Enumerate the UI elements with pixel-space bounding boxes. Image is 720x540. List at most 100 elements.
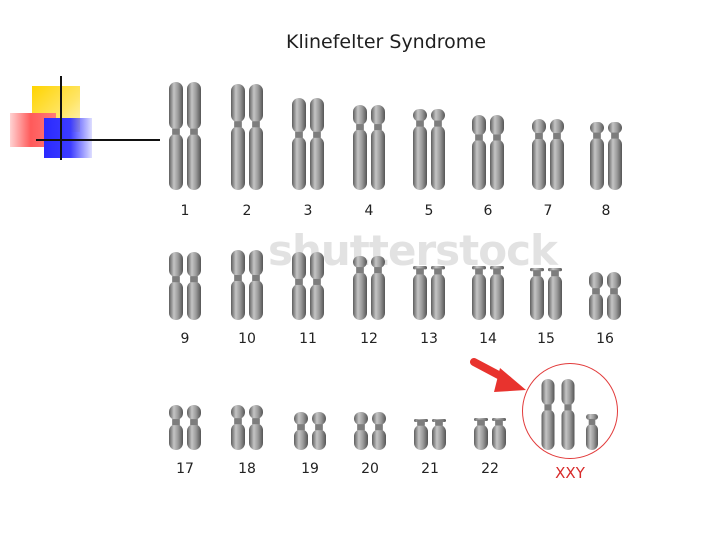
- chromosome-arm-q: [169, 424, 183, 450]
- chromosome-arm-q: [608, 138, 622, 190]
- chromosome-arm-q: [431, 126, 445, 190]
- chromosome-13-b: [431, 266, 445, 320]
- chromosome-11-b: [310, 252, 324, 320]
- chromosome-arm-q: [413, 273, 427, 320]
- chromosome-15-b: [548, 268, 562, 320]
- pair-label: 6: [463, 203, 513, 219]
- centromere: [477, 419, 485, 425]
- chromosome-arm-q: [490, 273, 504, 320]
- xxy-label: XXY: [540, 464, 600, 482]
- chromosome-arm-p: [292, 252, 306, 280]
- chromosome-arm-p: [249, 250, 263, 276]
- chromosome-arm-p: [169, 405, 183, 420]
- chromosome-arm-q: [492, 424, 506, 450]
- chromosome-19-b: [312, 412, 326, 450]
- pair-label: 9: [160, 331, 210, 347]
- centromere: [234, 275, 242, 281]
- chromosome-19-a: [294, 412, 308, 450]
- chromosome-arm-q: [292, 137, 306, 190]
- chromosome-arm-q: [169, 281, 183, 320]
- centromere: [495, 419, 503, 425]
- chromosome-arm-p: [187, 82, 201, 130]
- centromere: [417, 420, 425, 426]
- chromosome-arm-q: [310, 137, 324, 190]
- chromosome-1-b: [187, 82, 201, 190]
- chromosome-arm-q: [294, 429, 308, 450]
- pair-label: 2: [222, 203, 272, 219]
- chromosome-arm-p: [292, 98, 306, 133]
- chromosome-17-a: [169, 405, 183, 450]
- chromosome-arm-q: [372, 429, 386, 450]
- centromere: [252, 418, 260, 424]
- chromosome-arm-q: [472, 140, 486, 191]
- chromosome-22-a: [474, 418, 488, 450]
- chromosome-7-b: [550, 119, 564, 190]
- centromere: [611, 133, 619, 139]
- chromosome-arm-p: [231, 250, 245, 276]
- chromosome-arm-p: [372, 412, 386, 425]
- chromosome-16-b: [607, 272, 621, 320]
- centromere: [416, 121, 424, 127]
- chromosome-arm-p: [472, 115, 486, 136]
- pair-label: 12: [344, 331, 394, 347]
- chromosome-arm-q: [474, 424, 488, 450]
- chromosome-arm-q: [231, 423, 245, 450]
- chromosome-10-b: [249, 250, 263, 320]
- centromere: [252, 275, 260, 281]
- pair-label: 19: [285, 461, 335, 477]
- chromosome-arm-p: [608, 122, 622, 134]
- pair-label: 8: [581, 203, 631, 219]
- chromosome-arm-q: [590, 138, 604, 190]
- chromosome-2-a: [231, 84, 245, 190]
- chromosome-18-b: [249, 405, 263, 450]
- pair-label: 17: [160, 461, 210, 477]
- centromere: [374, 267, 382, 273]
- chromosome-arm-q: [607, 293, 621, 320]
- chromosome-arm-q: [187, 134, 201, 190]
- chromosome-arm-p: [294, 412, 308, 425]
- chromosome-4-b: [371, 105, 385, 190]
- centromere: [592, 288, 600, 294]
- pair-label: 7: [523, 203, 573, 219]
- chromosome-16-a: [589, 272, 603, 320]
- chromosome-arm-q: [169, 134, 183, 190]
- chromosome-arm-p: [431, 109, 445, 122]
- chromosome-arm-q: [432, 425, 446, 450]
- pair-label: 3: [283, 203, 333, 219]
- centromere: [313, 132, 321, 138]
- chromosome-arm-p: [490, 115, 504, 136]
- chromosome-arm-p: [187, 252, 201, 277]
- chromosome-arm-q: [414, 425, 428, 450]
- chromosome-arm-p: [169, 252, 183, 277]
- chromosome-arm-q: [231, 126, 245, 190]
- chromosome-arm-p: [310, 98, 324, 133]
- centromere: [234, 418, 242, 424]
- pair-label: 5: [404, 203, 454, 219]
- chromosome-22-b: [492, 418, 506, 450]
- pair-label: 18: [222, 461, 272, 477]
- centromere: [190, 276, 198, 282]
- centromere: [357, 424, 365, 430]
- centromere: [190, 419, 198, 425]
- chromosome-arm-p: [249, 405, 263, 419]
- chromosome-arm-p: [310, 252, 324, 280]
- chromosome-1-a: [169, 82, 183, 190]
- chromosome-arm-q: [249, 126, 263, 190]
- chromosome-arm-q: [472, 273, 486, 320]
- chromosome-15-a: [530, 268, 544, 320]
- chromosome-arm-q: [187, 281, 201, 320]
- chromosome-14-b: [490, 266, 504, 320]
- chromosome-arm-p: [231, 84, 245, 122]
- centromere: [416, 268, 424, 274]
- chromosome-arm-p: [371, 105, 385, 125]
- pair-label: 22: [465, 461, 515, 477]
- chromosome-arm-p: [312, 412, 326, 425]
- pair-label: 20: [345, 461, 395, 477]
- chromosome-18-a: [231, 405, 245, 450]
- pair-label: 1: [160, 203, 210, 219]
- pair-label: 10: [222, 331, 272, 347]
- chromosome-arm-q: [371, 272, 385, 320]
- chromosome-arm-q: [532, 138, 546, 190]
- centromere: [610, 288, 618, 294]
- chromosome-2-b: [249, 84, 263, 190]
